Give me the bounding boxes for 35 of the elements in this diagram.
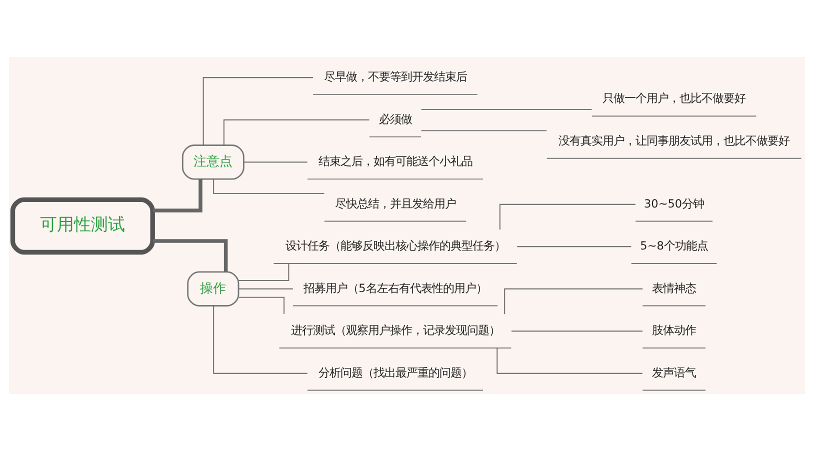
node-text: 设计任务（能够反映出核心操作的典型任务） [285, 239, 506, 252]
node-box: 操作 [187, 270, 240, 306]
connector [213, 304, 308, 374]
node-text: 尽快总结，并且发给用户 [334, 196, 456, 210]
node-text: 进行测试（观察用户操作，记录发现问题） [290, 324, 500, 337]
node-text: 30~50分钟 [644, 196, 704, 210]
connector [516, 246, 632, 247]
connector [244, 161, 308, 162]
node-text: 5~8个功能点 [640, 239, 708, 252]
connector [238, 262, 290, 280]
node-text: 招募用户（5名左右有代表性的用户） [304, 281, 487, 294]
node-text: 表情神态 [652, 281, 696, 294]
connector [504, 288, 644, 314]
node-box: 注意点 [182, 144, 244, 180]
connector [152, 178, 202, 212]
node-text: 尽早做，不要等到开发结束后 [324, 70, 467, 84]
connector [496, 347, 643, 374]
node-text: 只做一个用户，也比不做要好 [602, 92, 746, 105]
connector [420, 108, 592, 110]
connector [223, 118, 370, 146]
node-text: 没有真实用户，让同事朋友试用，也比不做要好 [558, 134, 790, 147]
connector [202, 76, 314, 145]
node-text: 必须做 [378, 112, 412, 126]
connector [420, 130, 548, 131]
connector [499, 203, 636, 230]
node-box: 可用性测试 [10, 196, 155, 254]
connector [153, 238, 228, 272]
connector [213, 178, 325, 194]
connector [238, 296, 284, 314]
node-text: 分析问题（找出最严重的问题） [318, 366, 472, 379]
connector [511, 330, 643, 332]
node-text: 结束之后，如有可能送个小礼品 [318, 154, 472, 168]
connector [238, 288, 294, 289]
node-text: 发声语气 [652, 366, 696, 379]
node-text: 肢体动作 [652, 324, 696, 337]
